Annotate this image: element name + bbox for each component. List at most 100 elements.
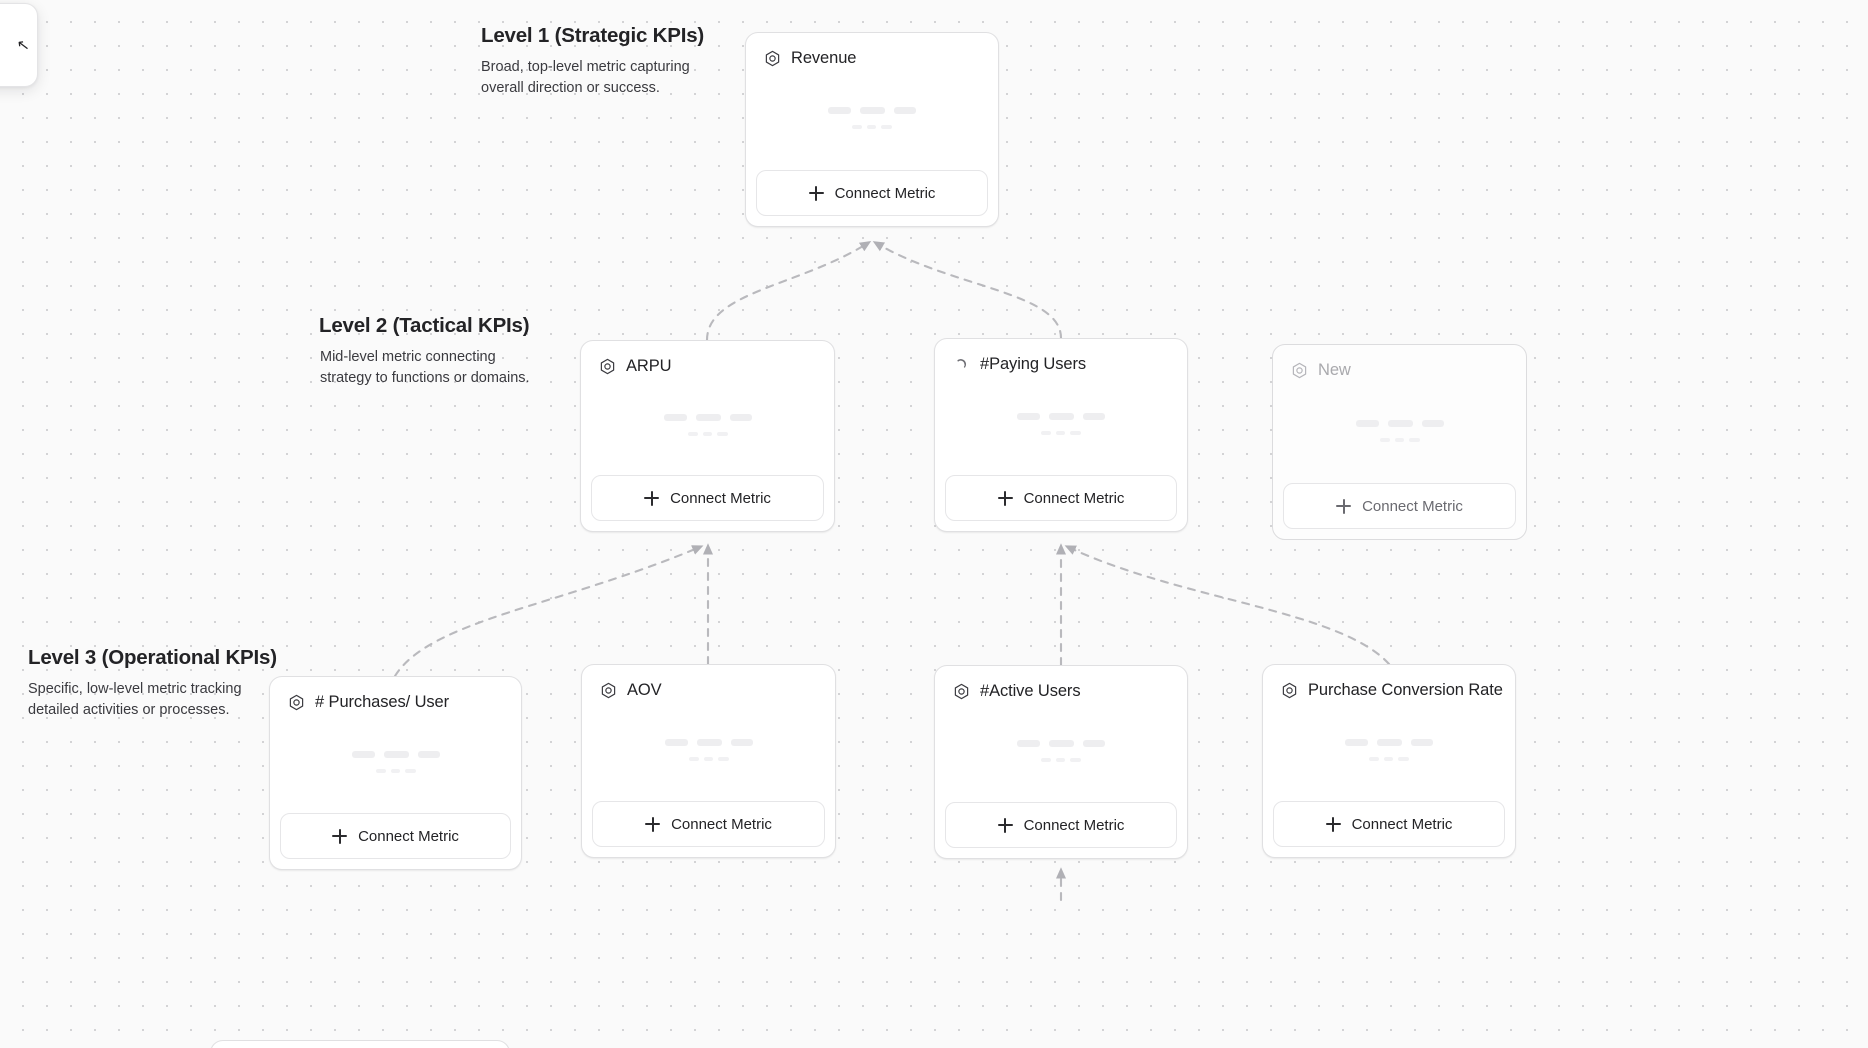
- connect-metric-button[interactable]: Connect Metric: [756, 170, 988, 216]
- metric-card-purchases-per-user[interactable]: # Purchases/ User Connect Metric: [269, 676, 522, 870]
- connect-metric-label: Connect Metric: [1362, 497, 1463, 515]
- skeleton-bar: [351, 750, 375, 758]
- plus-icon: [645, 816, 661, 832]
- skeleton-bar: [1070, 430, 1081, 435]
- metric-card-purchase-conversion-rate[interactable]: Purchase Conversion Rate Connect Metric: [1262, 664, 1516, 858]
- level-3-legend: Level 3 (Operational KPIs) Specific, low…: [28, 646, 284, 721]
- card-title: Revenue: [791, 49, 857, 67]
- metric-card-new[interactable]: New Connect Metric: [1272, 344, 1527, 540]
- skeleton-bar: [1017, 412, 1040, 420]
- plus-icon: [997, 817, 1013, 833]
- skeleton-bar: [1398, 756, 1409, 761]
- card-header: #Active Users: [935, 666, 1187, 701]
- skeleton-bar: [1387, 419, 1413, 427]
- level-1-description: Broad, top-level metric capturing overal…: [481, 59, 690, 97]
- skeleton-bar: [688, 756, 699, 761]
- skeleton-bar: [1041, 757, 1051, 762]
- skeleton-bar: [1394, 437, 1404, 442]
- skeleton-bar: [702, 431, 712, 436]
- metric-card-arpu[interactable]: ARPU Connect Metric: [580, 340, 835, 532]
- metric-card-active-users[interactable]: #Active Users Connect Metric: [934, 665, 1188, 859]
- skeleton-row-primary: [1017, 739, 1105, 747]
- skeleton-bar: [1408, 437, 1420, 442]
- connect-metric-label: Connect Metric: [670, 489, 771, 507]
- skeleton-row-primary: [664, 738, 753, 746]
- skeleton-row-secondary: [687, 431, 728, 436]
- card-header: Revenue: [746, 33, 998, 68]
- metric-card-clipped-bottom[interactable]: [210, 1040, 510, 1048]
- cursor-arrow-icon: ↖: [16, 35, 32, 55]
- card-header: # Purchases/ User: [270, 677, 521, 712]
- skeleton-row-secondary: [688, 756, 729, 761]
- skeleton-bar: [375, 768, 386, 773]
- card-skeleton-body: [1263, 700, 1515, 801]
- card-header: Purchase Conversion Rate: [1263, 665, 1515, 700]
- floating-toolbar-panel[interactable]: ↖: [0, 3, 38, 87]
- level-1-title: Level 1 (Strategic KPIs): [481, 24, 705, 47]
- skeleton-row-primary: [351, 750, 440, 758]
- skeleton-bar: [390, 768, 400, 773]
- card-skeleton-body: [935, 374, 1187, 475]
- card-header: #Paying Users: [935, 339, 1187, 374]
- skeleton-bar: [881, 125, 892, 129]
- level-3-description: Specific, low-level metric tracking deta…: [28, 681, 242, 719]
- skeleton-bar: [1411, 738, 1433, 746]
- plus-icon: [332, 828, 348, 844]
- level-2-legend: Level 2 (Tactical KPIs) Mid-level metric…: [319, 314, 569, 389]
- hexagon-target-icon: [600, 682, 617, 699]
- plus-icon: [644, 490, 660, 506]
- skeleton-bar: [1041, 430, 1051, 435]
- connect-metric-label: Connect Metric: [358, 827, 459, 845]
- skeleton-bar: [687, 431, 698, 436]
- level-2-description: Mid-level metric connecting strategy to …: [320, 349, 530, 387]
- connect-metric-label: Connect Metric: [671, 815, 772, 833]
- metric-card-aov[interactable]: AOV Connect Metric: [581, 664, 836, 858]
- skeleton-bar: [696, 738, 722, 746]
- skeleton-bar: [716, 431, 728, 436]
- card-skeleton-body: [270, 712, 521, 813]
- skeleton-bar: [1070, 757, 1081, 762]
- card-header: AOV: [582, 665, 835, 700]
- metric-card-paying-users[interactable]: #Paying Users Connect Metric: [934, 338, 1188, 532]
- connect-metric-label: Connect Metric: [1023, 489, 1125, 507]
- card-skeleton-body: [582, 700, 835, 801]
- connect-metric-button[interactable]: Connect Metric: [280, 813, 511, 859]
- skeleton-bar: [1056, 757, 1065, 762]
- skeleton-bar: [730, 738, 753, 746]
- skeleton-bar: [703, 756, 713, 761]
- skeleton-bar: [1049, 412, 1074, 420]
- skeleton-row-secondary: [852, 125, 892, 129]
- skeleton-bar: [852, 125, 862, 129]
- hexagon-target-icon: [1281, 682, 1298, 699]
- skeleton-row-secondary: [375, 768, 416, 773]
- card-title: Purchase Conversion Rate: [1308, 681, 1503, 699]
- card-skeleton-body: [581, 376, 834, 475]
- metric-card-revenue[interactable]: Revenue Connect Metric: [745, 32, 999, 227]
- skeleton-bar: [695, 413, 721, 421]
- card-skeleton-body: [746, 68, 998, 170]
- skeleton-bar: [1083, 739, 1105, 747]
- skeleton-bar: [1355, 419, 1379, 427]
- skeleton-bar: [1049, 739, 1074, 747]
- skeleton-bar: [1056, 430, 1065, 435]
- skeleton-bar: [383, 750, 409, 758]
- connect-metric-button[interactable]: Connect Metric: [592, 801, 825, 847]
- connect-metric-button[interactable]: Connect Metric: [591, 475, 824, 521]
- card-header: New: [1273, 345, 1526, 380]
- connect-metric-button[interactable]: Connect Metric: [1283, 483, 1516, 529]
- connect-metric-button[interactable]: Connect Metric: [1273, 801, 1505, 847]
- spinner-arc-icon: [953, 356, 970, 373]
- connect-metric-button[interactable]: Connect Metric: [945, 475, 1177, 521]
- level-3-title: Level 3 (Operational KPIs): [28, 646, 277, 669]
- skeleton-bar: [1083, 412, 1105, 420]
- connect-metric-button[interactable]: Connect Metric: [945, 802, 1177, 848]
- skeleton-bar: [894, 107, 916, 114]
- skeleton-bar: [664, 738, 688, 746]
- skeleton-bar: [729, 413, 752, 421]
- card-title: #Active Users: [980, 682, 1081, 700]
- card-header: ARPU: [581, 341, 834, 376]
- skeleton-row-primary: [828, 107, 916, 114]
- card-title: AOV: [627, 681, 662, 699]
- skeleton-bar: [1369, 756, 1379, 761]
